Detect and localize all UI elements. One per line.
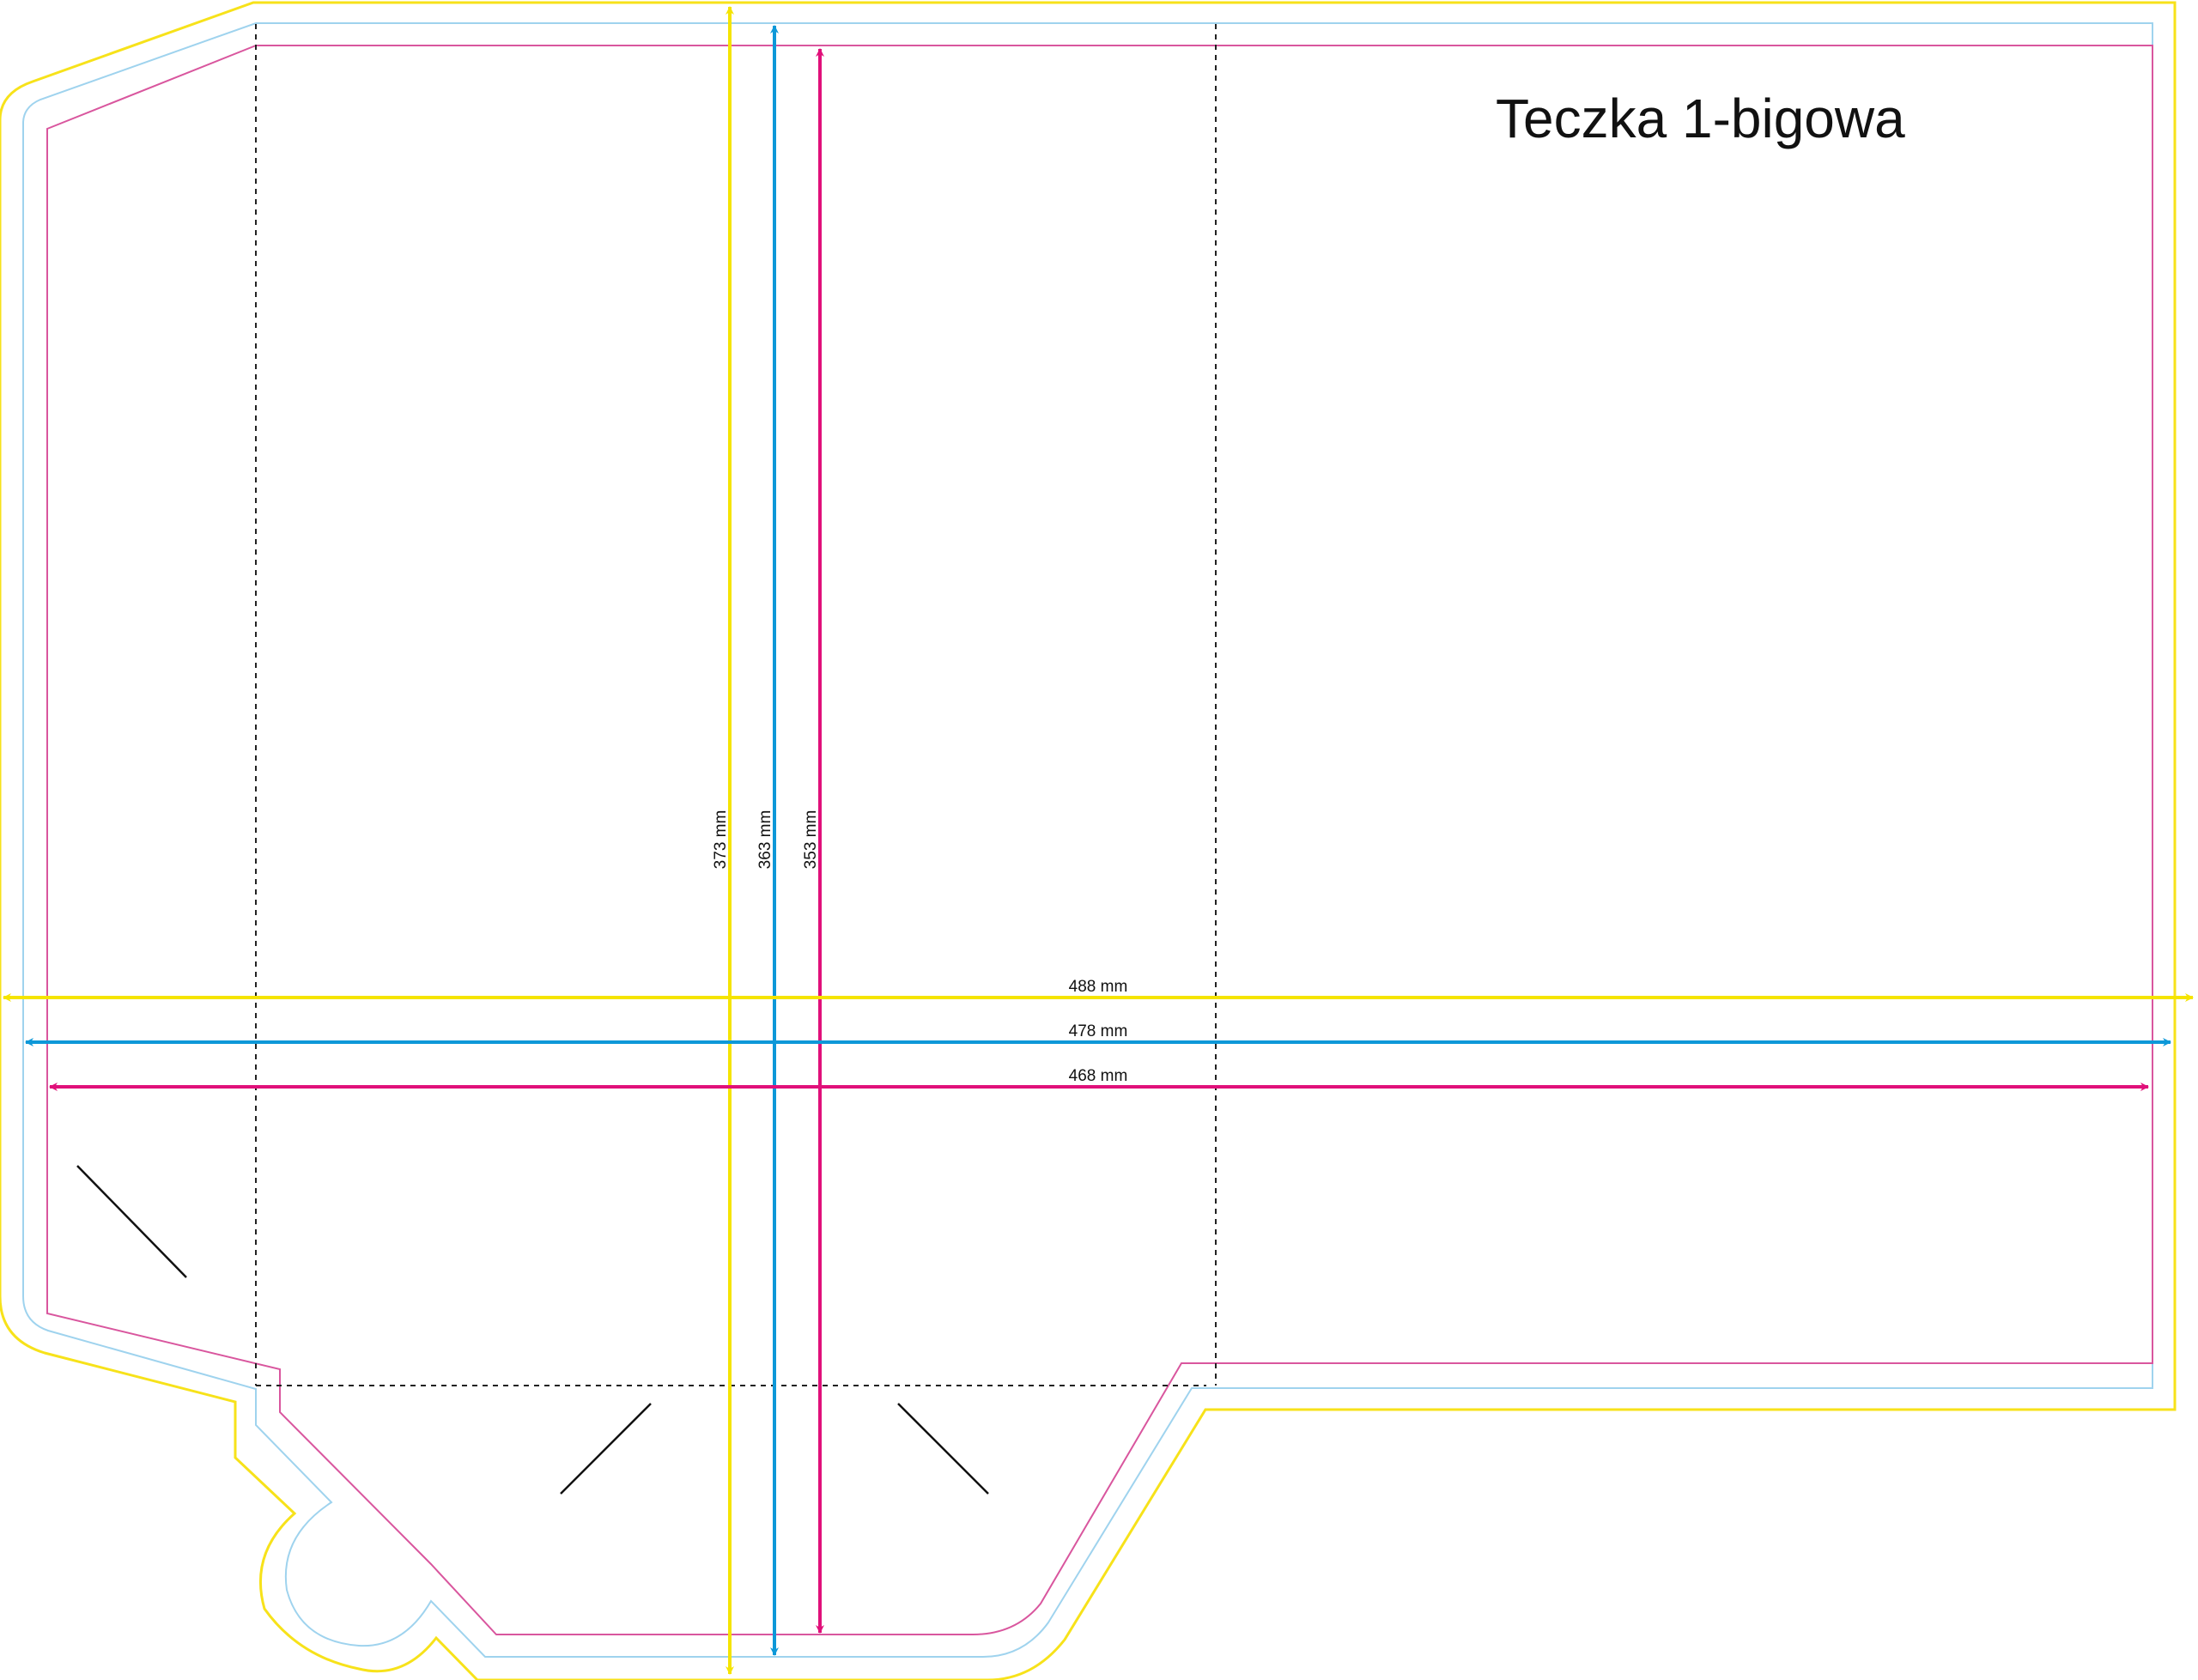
card-slit-pocket-left: [560, 1403, 652, 1495]
height-label-outer: 373 mm: [712, 810, 730, 870]
width-label-outer: 488 mm: [1069, 978, 1128, 996]
width-label-inner: 468 mm: [1069, 1067, 1128, 1085]
page-title: Teczka 1-bigowa: [1496, 88, 1905, 149]
height-label-inner: 353 mm: [802, 810, 820, 870]
height-label-mid: 363 mm: [756, 810, 774, 870]
safe-zone-line: [46, 45, 2153, 1635]
cut-line: [22, 22, 2153, 1658]
width-label-mid: 478 mm: [1069, 1022, 1128, 1040]
card-slit-left-flap: [76, 1165, 187, 1278]
card-slit-pocket-right: [897, 1403, 989, 1495]
